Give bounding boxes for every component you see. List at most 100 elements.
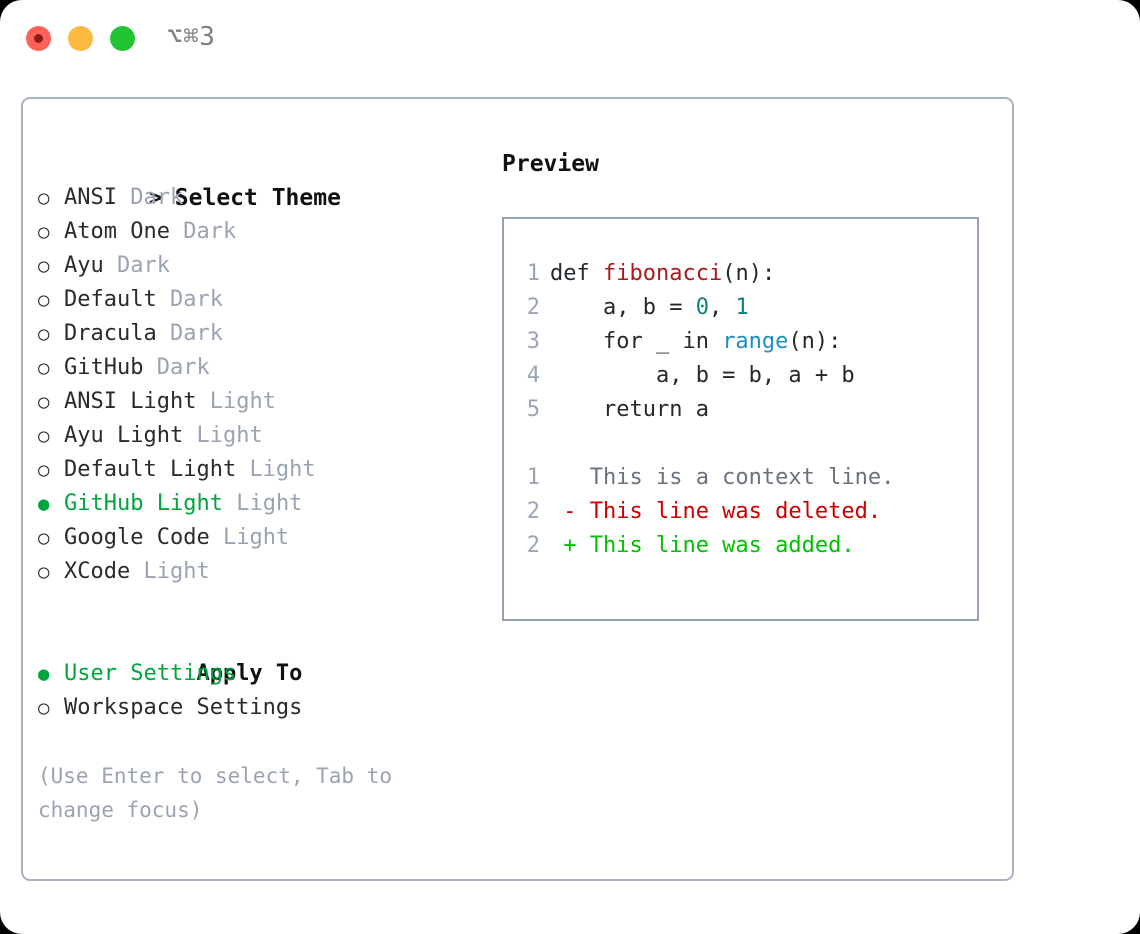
theme-kind-badge: Dark xyxy=(156,355,210,380)
code-token: fibonacci xyxy=(602,261,723,286)
theme-list-item[interactable]: ○ Default Dark xyxy=(38,283,478,317)
theme-name-label: Default xyxy=(64,287,157,312)
theme-name-label: Ayu xyxy=(64,253,104,278)
diff-line: 2 + This line was added. xyxy=(514,529,973,563)
theme-kind-badge: Dark xyxy=(117,253,170,278)
theme-kind-badge: Dark xyxy=(169,321,223,346)
apply-to-option-label: User Settings xyxy=(64,661,237,686)
theme-kind-badge: Light xyxy=(236,491,303,516)
theme-list-item[interactable]: ○Ayu Light Light xyxy=(38,419,478,453)
theme-picker-card: > Select Theme ○ ANSI Dark ○ Atom One Dark ○ A… xyxy=(21,97,1014,881)
diff-line: 1 This is a context line. xyxy=(514,461,973,495)
code-token: range xyxy=(722,329,789,354)
radio-unselected-icon: ○ xyxy=(38,459,50,481)
theme-name-label: GitHub xyxy=(64,355,144,380)
apply-to-options: ● User Settings ○Workspace Settings xyxy=(38,657,478,725)
theme-list-item[interactable]: ○ ANSI Dark xyxy=(38,181,478,215)
theme-list-item[interactable]: ● GitHub Light Light xyxy=(38,487,478,521)
theme-list-item[interactable]: ○Atom One Dark xyxy=(38,215,478,249)
theme-selection-pane: > Select Theme ○ ANSI Dark ○ Atom One Dark ○ A… xyxy=(38,147,478,827)
code-token: 1 xyxy=(735,295,749,320)
theme-name-label: Google Code xyxy=(64,525,210,550)
theme-name-label: Ayu Light xyxy=(64,423,184,448)
code-token: def xyxy=(550,261,603,286)
preview-heading-label: Preview xyxy=(502,151,599,177)
apply-to-heading: Apply To xyxy=(38,623,478,686)
apply-to-heading-label: Apply To xyxy=(196,661,303,686)
radio-unselected-icon: ○ xyxy=(38,391,50,413)
diff-line-text: + This line was added. xyxy=(550,533,855,558)
apply-to-option-label: Workspace Settings xyxy=(64,695,303,720)
radio-unselected-icon: ○ xyxy=(38,527,50,549)
code-line: 2 a, b = 0, 1 xyxy=(514,291,973,325)
theme-list-item[interactable]: ○GitHub Dark xyxy=(38,351,478,385)
radio-selected-icon: ● xyxy=(38,493,50,515)
code-token: for _ in xyxy=(550,329,723,354)
apply-to-group: Apply To ● User Settings ○Workspace Settin… xyxy=(38,623,478,725)
line-number: 1 xyxy=(526,261,540,286)
close-button[interactable] xyxy=(26,26,51,51)
code-token: return a xyxy=(550,397,709,422)
code-token: a, b = b, a + b xyxy=(550,363,855,388)
theme-name-label: XCode xyxy=(64,559,131,584)
line-number: 5 xyxy=(526,397,540,422)
theme-list-item[interactable]: ○ Dracula Dark xyxy=(38,317,478,351)
theme-list-item[interactable]: ○ Ayu Dark xyxy=(38,249,478,283)
minimize-button[interactable] xyxy=(68,26,93,51)
line-number: 2 xyxy=(526,295,540,320)
radio-unselected-icon: ○ xyxy=(38,425,50,447)
window-controls xyxy=(26,26,135,51)
apply-to-option[interactable]: ● User Settings xyxy=(38,657,478,691)
maximize-button[interactable] xyxy=(110,26,135,51)
diff-line: 2 - This line was deleted. xyxy=(514,495,973,529)
theme-kind-badge: Light xyxy=(209,389,276,414)
theme-list-item[interactable]: ○ ANSI Light Light xyxy=(38,385,478,419)
line-number: 4 xyxy=(526,363,540,388)
code-token: 0 xyxy=(695,295,709,320)
theme-name-label: GitHub Light xyxy=(64,491,223,516)
radio-unselected-icon: ○ xyxy=(38,561,50,583)
code-token: (n): xyxy=(788,329,842,354)
code-token: , xyxy=(708,295,736,320)
keyboard-hint-text: (Use Enter to select, Tab to change focu… xyxy=(38,764,393,822)
theme-kind-badge: Dark xyxy=(130,185,184,210)
theme-name-label: Dracula xyxy=(64,321,157,346)
radio-unselected-icon: ○ xyxy=(38,255,50,277)
title-bar: ⌥⌘3 xyxy=(0,0,1140,78)
line-number: 1 xyxy=(526,465,540,490)
code-line: 5 return a xyxy=(514,393,973,427)
apply-to-option[interactable]: ○Workspace Settings xyxy=(38,691,478,725)
code-token: a, b = xyxy=(550,295,696,320)
line-number: 3 xyxy=(526,329,540,354)
theme-list-item[interactable]: ○ XCode Light xyxy=(38,555,478,589)
code-line: 4 a, b = b, a + b xyxy=(514,359,973,393)
focus-marker-icon: > xyxy=(148,185,163,211)
code-token: (n): xyxy=(722,261,776,286)
radio-unselected-icon: ○ xyxy=(38,221,50,243)
radio-selected-icon: ● xyxy=(38,663,50,685)
select-theme-heading-label: Select Theme xyxy=(174,185,341,211)
line-number: 2 xyxy=(526,533,540,558)
select-theme-heading: > Select Theme xyxy=(38,147,478,211)
radio-unselected-icon: ○ xyxy=(38,289,50,311)
keyboard-shortcut-label: ⌥⌘3 xyxy=(167,22,216,52)
code-line: 1 def fibonacci(n): xyxy=(514,257,973,291)
diff-sample: 1 This is a context line.2 - This line w… xyxy=(514,461,973,563)
theme-list-item[interactable]: ○ Google Code Light xyxy=(38,521,478,555)
theme-kind-badge: Light xyxy=(143,559,210,584)
theme-name-label: Atom One xyxy=(64,219,170,244)
theme-name-label: ANSI xyxy=(64,185,117,210)
theme-kind-badge: Light xyxy=(222,525,290,550)
theme-name-label: ANSI Light xyxy=(64,389,197,414)
theme-list-item[interactable]: ○Default Light Light xyxy=(38,453,478,487)
code-line: 3 for _ in range(n): xyxy=(514,325,973,359)
theme-kind-badge: Dark xyxy=(169,287,223,312)
theme-kind-badge: Light xyxy=(249,457,316,482)
radio-unselected-icon: ○ xyxy=(38,323,50,345)
radio-unselected-icon: ○ xyxy=(38,187,50,209)
